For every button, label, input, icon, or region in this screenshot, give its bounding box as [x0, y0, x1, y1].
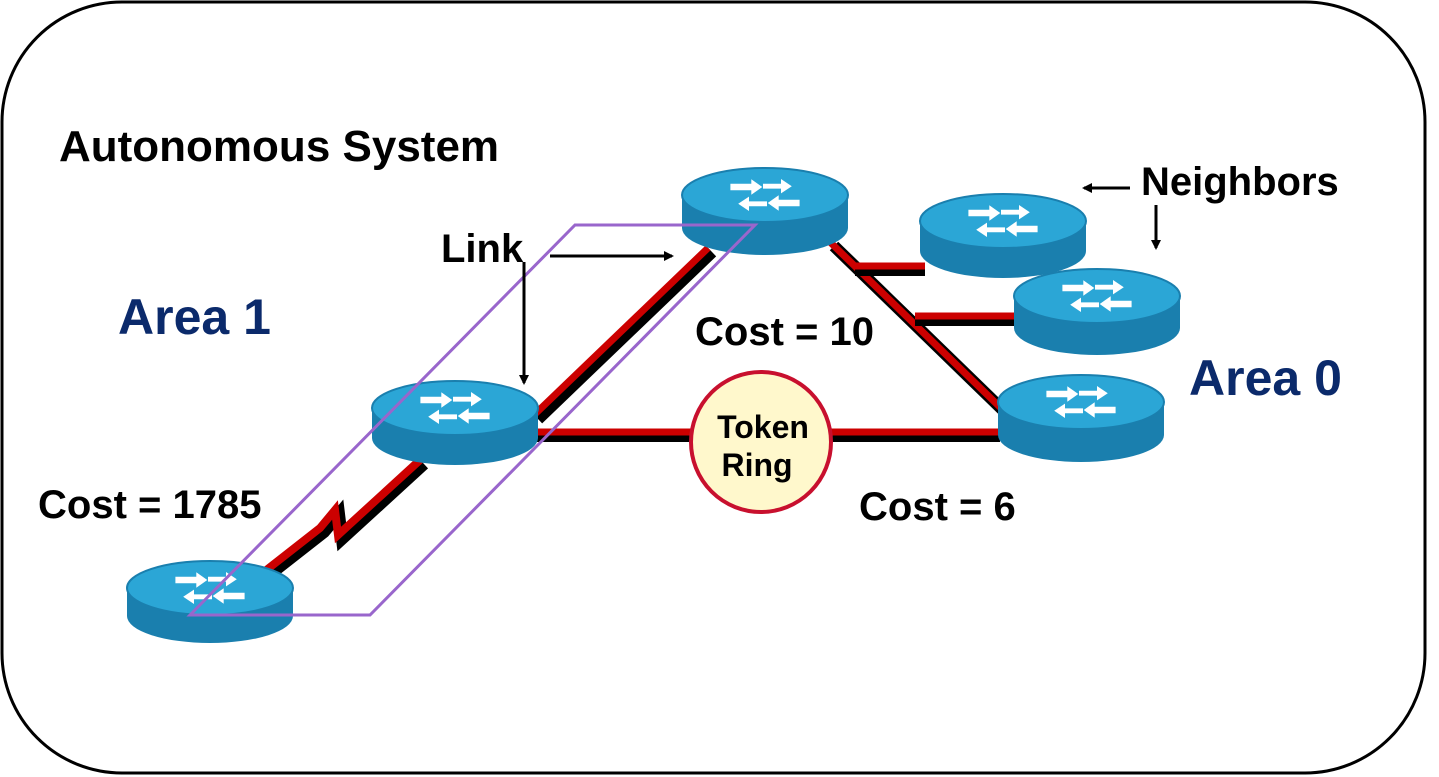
serial-link — [257, 457, 429, 584]
area-1-label: Area 1 — [118, 289, 271, 345]
token-ring-cost-label: Cost = 6 — [859, 485, 1016, 529]
network-links — [257, 239, 1020, 584]
diagram-title: Autonomous System — [59, 122, 499, 171]
routers — [126, 167, 1181, 643]
serial-cost-label: Cost = 1785 — [38, 483, 261, 527]
neighbors-annotation: Neighbors — [1141, 160, 1339, 204]
link-mid-to-top-shadow — [533, 247, 717, 424]
router-icon — [919, 193, 1087, 278]
token-ring-label-line2: Ring — [721, 447, 792, 483]
link-arrows — [519, 251, 674, 385]
token-ring: Token Ring — [689, 370, 833, 514]
router-icon — [997, 374, 1165, 462]
router-icon — [681, 167, 849, 255]
link-mid-to-top — [531, 245, 711, 418]
area-0-label: Area 0 — [1189, 350, 1342, 406]
router-icon — [371, 380, 539, 465]
neighbors-arrows — [1082, 183, 1161, 250]
router-icon — [1013, 268, 1181, 355]
link-annotation: Link — [441, 227, 524, 271]
link-highlight-outline — [186, 223, 759, 617]
token-ring-label-line1: Token — [717, 409, 809, 445]
ethernet-cost-label: Cost = 10 — [695, 310, 874, 354]
router-icon — [126, 560, 294, 643]
